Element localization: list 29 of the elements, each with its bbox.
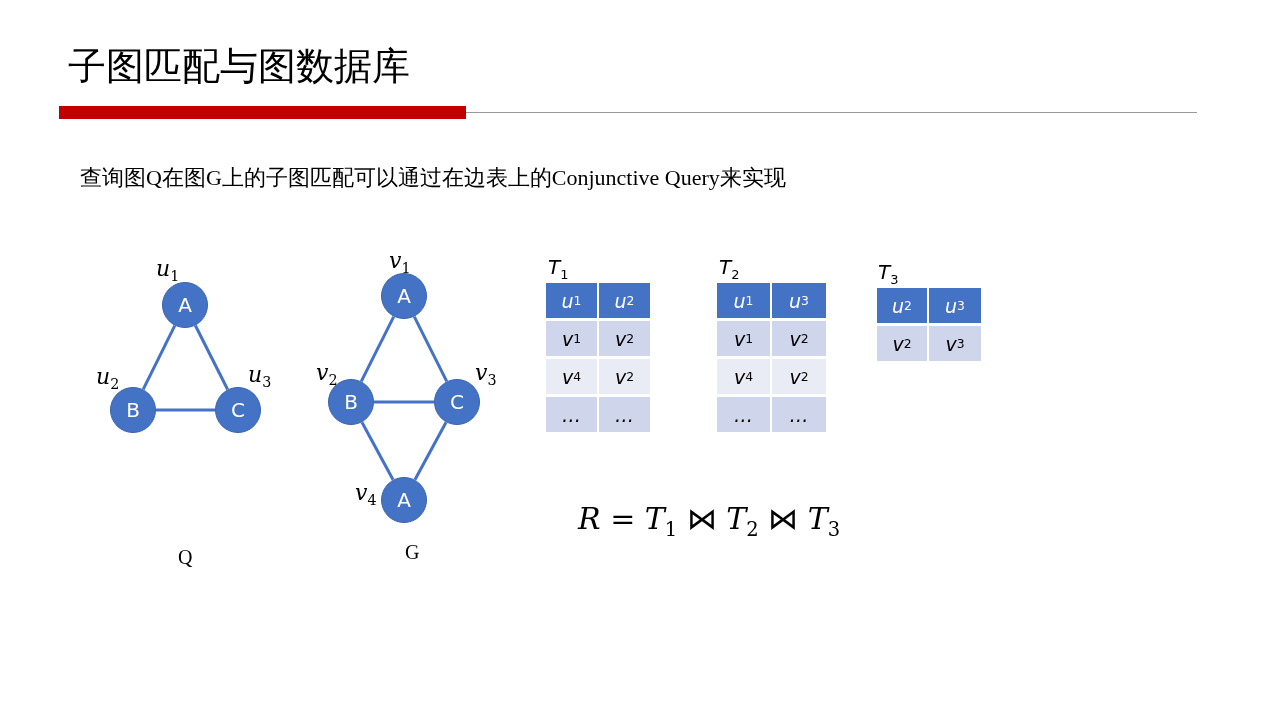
- table-cell: …: [717, 397, 770, 432]
- edge-line: [141, 324, 177, 391]
- table-cell: …: [772, 397, 826, 432]
- vertex-circle: C: [434, 379, 480, 425]
- edge-line: [359, 315, 396, 383]
- vertex-label: u$_{1}$: [156, 258, 180, 284]
- vertex-label: v$_{1}$: [389, 250, 411, 276]
- table-cell: …: [599, 397, 650, 432]
- graph-label: Q: [178, 546, 193, 568]
- edge-line: [194, 324, 229, 391]
- subtitle: 查询图Q在图G上的子图匹配可以通过在边表上的Conjunctive Query来实现: [80, 166, 786, 191]
- edge-line: [413, 421, 448, 481]
- edge-line: [156, 408, 215, 412]
- vertex-circle: A: [162, 282, 208, 328]
- table-cell: …: [546, 397, 597, 432]
- edge-line: [412, 315, 449, 383]
- vertex-circle: C: [215, 387, 261, 433]
- graph-label: G: [405, 541, 420, 563]
- edge-line: [360, 421, 395, 481]
- table-title: T$_{2}$: [719, 257, 740, 281]
- join-formula: R = T$_{1}$ ⋈ T$_{2}$ ⋈ T$_{3}$: [578, 502, 841, 541]
- vertex-label: u$_{3}$: [248, 364, 272, 390]
- vertex-label: v$_{4}$: [355, 482, 377, 508]
- vertex-circle: A: [381, 477, 427, 523]
- edge-line: [374, 400, 434, 404]
- vertex-circle: A: [381, 273, 427, 319]
- table-title: T$_{1}$: [548, 257, 569, 281]
- slide-title: 子图匹配与图数据库: [68, 46, 410, 88]
- table-title: T$_{3}$: [878, 262, 899, 286]
